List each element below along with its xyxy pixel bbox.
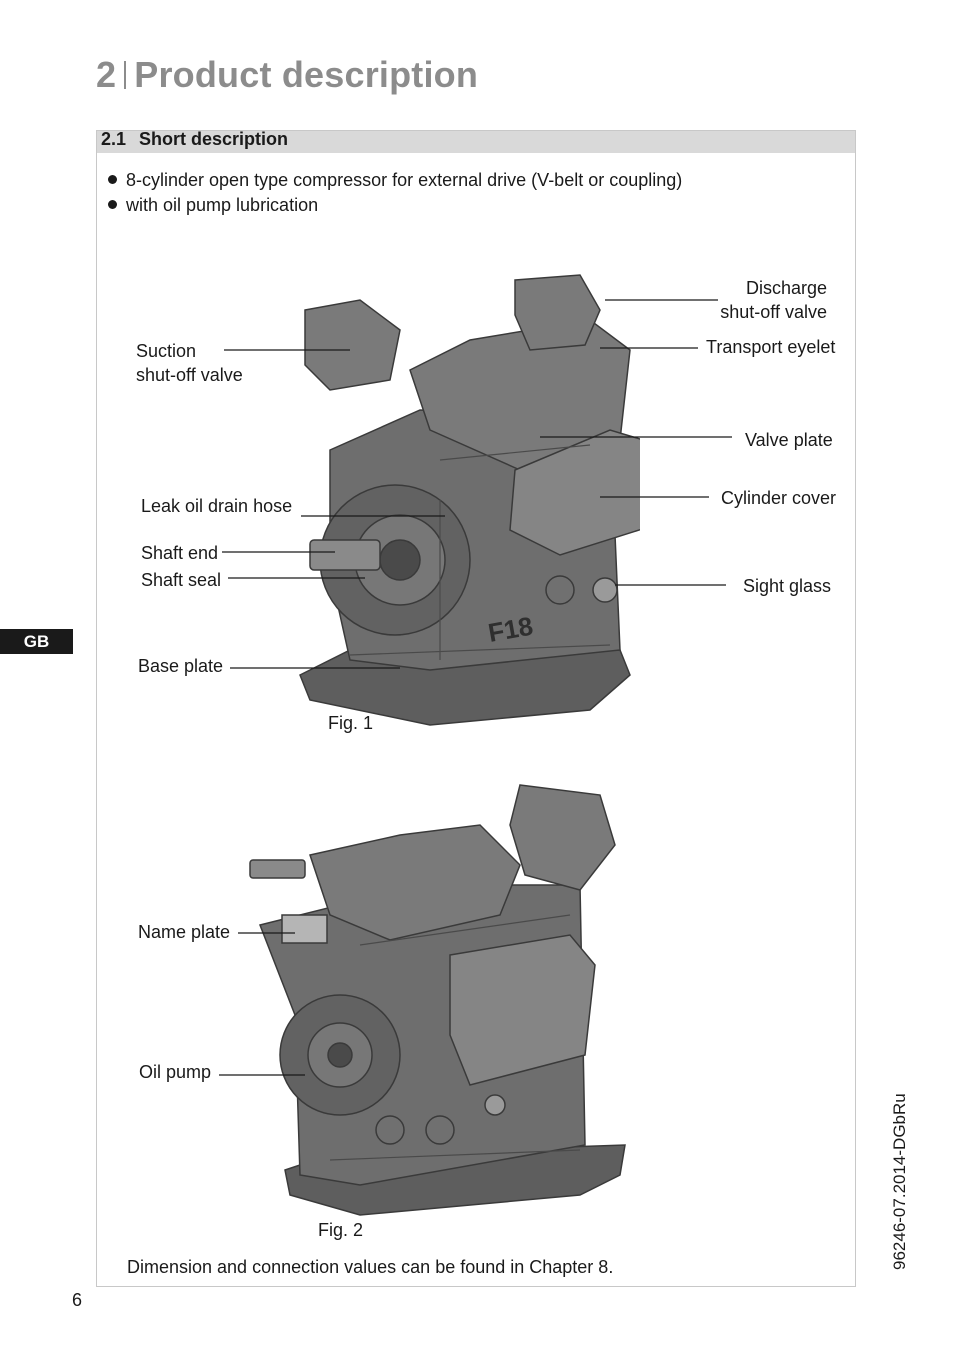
section-header-bar [97, 131, 855, 153]
label-shaft-seal: Shaft seal [141, 570, 222, 590]
label-base-plate: Base plate [138, 656, 224, 676]
section-title: Short description [139, 129, 289, 149]
chapter-title: Product description [134, 54, 479, 95]
footer-note: Dimension and connection values can be f… [127, 1257, 614, 1277]
figure-2-caption: Fig. 2 [318, 1220, 364, 1240]
page-title: 2 Product description [96, 54, 478, 96]
label-suction-shut-off-valve: Suction shut-off valve [136, 341, 243, 385]
content-frame [96, 130, 856, 1287]
document-id: 96246-07.2014-DGbRu [890, 1093, 909, 1270]
section-number: 2.1 [101, 129, 127, 149]
label-valve-plate: Valve plate [745, 430, 833, 450]
label-sight-glass: Sight glass [743, 576, 832, 596]
bullet-item: with oil pump lubrication [108, 195, 318, 216]
figure-1-compressor-illustration: F18 [299, 274, 640, 726]
label-cylinder-cover: Cylinder cover [721, 488, 837, 508]
title-separator [124, 61, 127, 89]
label-oil-pump: Oil pump [139, 1062, 212, 1082]
figure-2-leader-lines [219, 932, 305, 1076]
label-discharge-shut-off-valve: Discharge shut-off valve [720, 278, 827, 322]
label-leak-oil-drain-hose: Leak oil drain hose [141, 496, 293, 516]
bullet-dot-icon [108, 200, 117, 209]
figure-1-leader-lines [222, 299, 732, 669]
label-transport-eyelet: Transport eyelet [706, 337, 836, 357]
bullet-item: 8-cylinder open type compressor for exte… [108, 170, 682, 191]
label-shaft-end: Shaft end [141, 543, 219, 563]
language-tab: GB [0, 629, 73, 654]
chapter-number: 2 [96, 54, 117, 95]
figure-2-compressor-illustration [249, 784, 626, 1216]
label-name-plate: Name plate [138, 922, 231, 942]
page-number: 6 [72, 1290, 83, 1310]
bullet-dot-icon [108, 175, 117, 184]
figure-1-caption: Fig. 1 [328, 713, 374, 733]
